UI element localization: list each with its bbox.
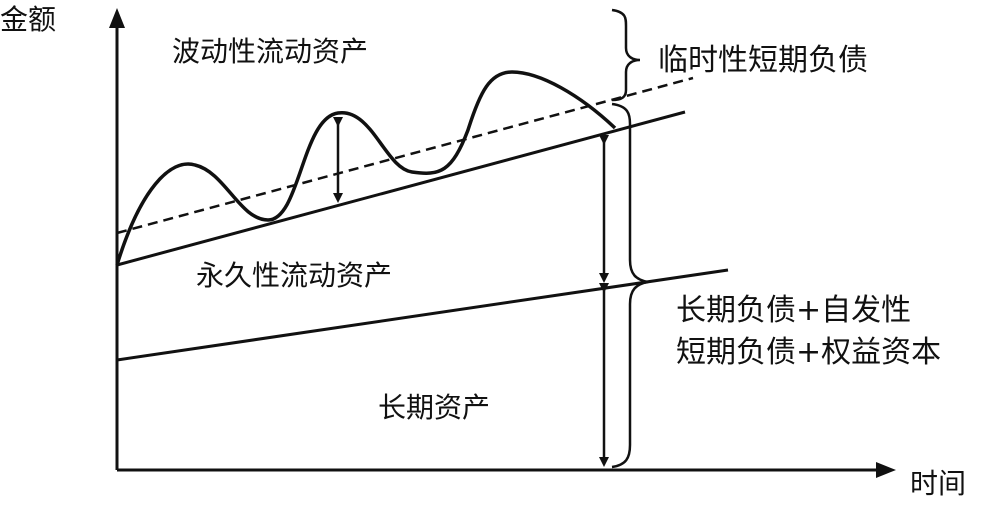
long-term-assets-line bbox=[116, 268, 729, 362]
x-axis-arrow-icon bbox=[876, 462, 896, 478]
y-axis-label: 金额 bbox=[0, 3, 57, 36]
fluctuating-current-assets-label: 波动性流动资产 bbox=[172, 35, 369, 68]
long-term-assets-label: 长期资产 bbox=[378, 391, 491, 424]
x-axis-label: 时间 bbox=[910, 467, 967, 500]
long-term-financing-dashed-line bbox=[116, 76, 694, 235]
y-axis-arrow-icon bbox=[109, 8, 125, 28]
fluctuating-assets-wave bbox=[115, 70, 617, 266]
long-term-financing-label-line1: 长期负债+自发性 bbox=[676, 293, 912, 328]
bottom-brace bbox=[611, 102, 649, 469]
top-brace bbox=[611, 8, 641, 102]
long-term-financing-label-line2: 短期负债+权益资本 bbox=[676, 335, 942, 370]
temporary-short-term-liabilities-label: 临时性短期负债 bbox=[658, 43, 868, 78]
permanent-current-assets-line bbox=[116, 110, 686, 267]
permanent-current-assets-label: 永久性流动资产 bbox=[196, 259, 393, 292]
